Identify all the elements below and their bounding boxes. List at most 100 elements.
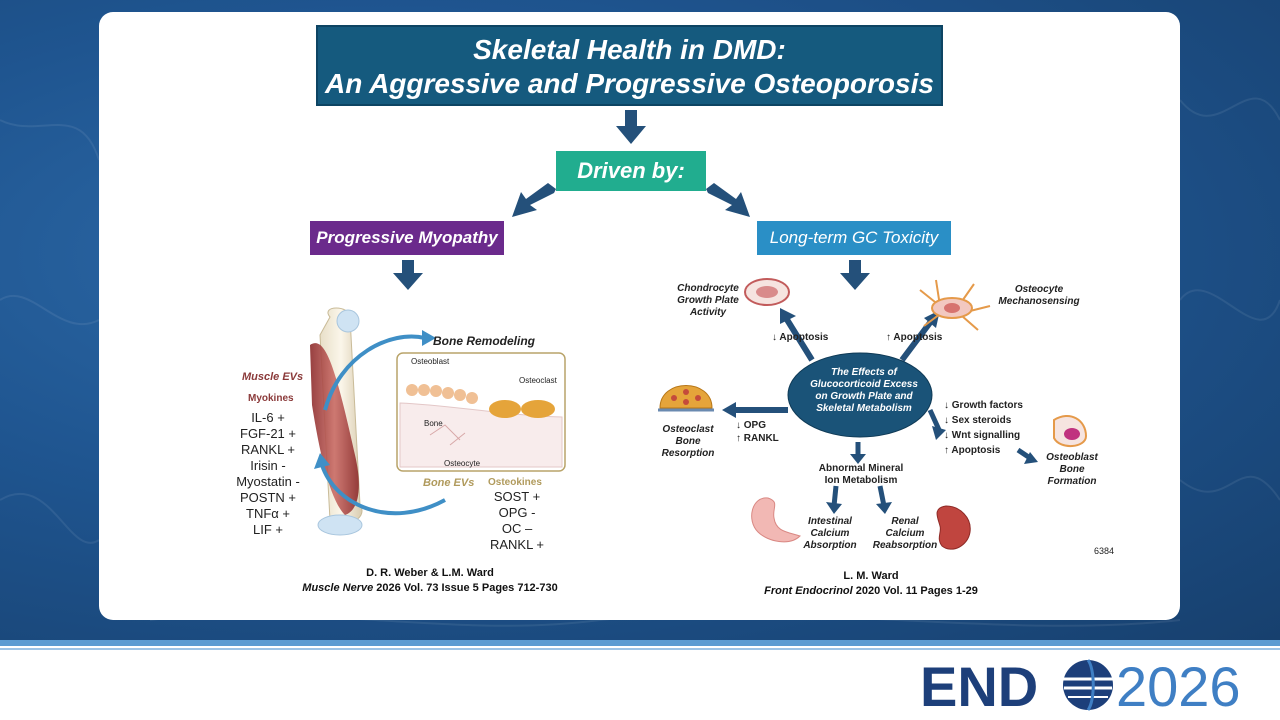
gc-down-arrow-icon <box>840 260 870 290</box>
down-left-arrow-icon <box>512 183 556 217</box>
list-item: ↓ Growth factors <box>944 400 1023 411</box>
osteoblast-cell-icon <box>1053 415 1088 447</box>
figure-code: 6384 <box>1094 546 1115 556</box>
myokines-title: Myokines <box>248 393 294 404</box>
intestinal-line: Intestinal <box>808 516 852 527</box>
list-item: RANKL + <box>240 442 296 457</box>
apoptosis-text: Apoptosis <box>779 332 829 343</box>
osteoblast-form-line: Bone <box>1059 464 1085 475</box>
myopathy-down-arrow-icon <box>393 260 423 290</box>
osteocyte-label: Osteocyte <box>444 459 481 468</box>
bone-label: Bone <box>424 419 443 428</box>
chondrocyte-line: Chondrocyte <box>677 283 739 294</box>
list-item: POSTN + <box>240 490 296 505</box>
apoptosis-text: Apoptosis <box>893 332 943 343</box>
osteoclast-res-line: Resorption <box>661 448 715 459</box>
osteoblast-cells-icon <box>406 384 478 404</box>
right-effects-list: ↓ Growth factors ↓ Sex steroids ↓ Wnt si… <box>944 398 1023 458</box>
list-item: TNFα + <box>246 506 290 521</box>
logo-end-text: END <box>920 655 1038 714</box>
kidney-icon <box>936 505 971 550</box>
intestinal-label: Intestinal Calcium Absorption <box>800 516 860 552</box>
center-label: The Effects of Glucocorticoid Excess on … <box>792 367 936 415</box>
gc-toxicity-box: Long-term GC Toxicity <box>757 221 951 255</box>
list-item: ↓ Wnt signalling <box>944 430 1021 441</box>
right-citation-journal: Front Endocrinol <box>764 585 853 597</box>
abnormal-line: Ion Metabolism <box>824 475 898 486</box>
down-arrow-icon <box>616 110 646 144</box>
osteoclast-cells-icon <box>489 400 555 418</box>
list-item: Myostatin - <box>236 474 300 489</box>
list-item-text: Apoptosis <box>951 445 1001 456</box>
opg-text: OPG <box>743 420 767 431</box>
list-item-text: Sex steroids <box>951 415 1012 426</box>
left-citation-journal: Muscle Nerve <box>302 582 374 594</box>
stomach-icon <box>751 497 801 543</box>
chondrocyte-label: Chondrocyte Growth Plate Activity <box>668 283 748 319</box>
intestinal-line: Absorption <box>803 540 857 551</box>
endo-2026-logo: END 2026 <box>920 655 1241 714</box>
renal-line: Reabsorption <box>872 540 938 551</box>
center-line: Glucocorticoid Excess <box>810 379 918 390</box>
rankl-text: RANKL <box>743 433 779 444</box>
osteoclast-res-line: Osteoclast <box>662 424 714 435</box>
osteoclast-resorption-label: Osteoclast Bone Resorption <box>652 424 724 460</box>
center-line: Skeletal Metabolism <box>816 403 912 414</box>
abnormal-mineral-label: Abnormal Mineral Ion Metabolism <box>808 463 914 487</box>
bone-evs-label: Bone EVs <box>423 477 475 489</box>
left-citation-authors: D. R. Weber & L.M. Ward <box>366 567 494 579</box>
gc-effects-diagram <box>658 278 1088 550</box>
muscle-icon <box>310 343 359 515</box>
list-item: FGF-21 + <box>240 426 296 441</box>
list-item: SOST + <box>493 489 541 504</box>
list-item: OPG - <box>498 505 536 520</box>
right-citation-details: 2020 Vol. 11 Pages 1-29 <box>852 585 978 597</box>
bone-remodeling-label: Bone Remodeling <box>433 334 536 348</box>
osteoblast-label: Osteoblast <box>411 357 450 366</box>
osteoblast-form-line: Osteoblast <box>1046 452 1098 463</box>
list-item: ↓ Sex steroids <box>944 415 1012 426</box>
driven-by-box: Driven by: <box>556 151 706 191</box>
osteoclast-res-line: Bone <box>675 436 701 447</box>
list-item: RANKL + <box>489 537 545 552</box>
center-line: on Growth Plate and <box>815 391 913 402</box>
osteocyte-mech-label: Osteocyte Mechanosensing <box>994 284 1084 308</box>
slide-panel <box>99 12 1180 620</box>
down-right-arrow-icon <box>706 183 750 217</box>
osteocyte-mech-line: Osteocyte <box>1014 284 1064 295</box>
list-item: IL-6 + <box>251 410 285 425</box>
osteoclast-cell-icon <box>658 385 714 412</box>
logo-year-text: 2026 <box>1116 655 1241 714</box>
list-item: OC – <box>501 521 533 536</box>
center-ellipse <box>787 352 933 438</box>
renal-line: Calcium <box>885 528 925 539</box>
right-citation-authors: L. M. Ward <box>843 570 899 582</box>
osteoblast-formation-label: Osteoblast Bone Formation <box>1042 452 1102 488</box>
osteoclast-label: Osteoclast <box>519 376 557 385</box>
renal-line: Renal <box>891 516 919 527</box>
renal-label: Renal Calcium Reabsorption <box>870 516 940 552</box>
footer-stripe-thin <box>0 648 1280 650</box>
list-item-text: Wnt signalling <box>951 430 1021 441</box>
chondrocyte-line: Growth Plate <box>677 295 739 306</box>
osteokines-list: SOST + OPG - OC – RANKL + <box>478 489 556 553</box>
osteokines-title: Osteokines <box>488 477 542 488</box>
left-citation-details: 2026 Vol. 73 Issue 5 Pages 712-730 <box>373 582 558 594</box>
center-line: The Effects of <box>831 367 897 378</box>
footer-stripe <box>0 640 1280 646</box>
osteocyte-cell-icon <box>919 279 991 331</box>
list-item: LIF + <box>253 522 283 537</box>
progressive-myopathy-box: Progressive Myopathy <box>310 221 504 255</box>
abnormal-line: Abnormal Mineral <box>818 463 904 474</box>
apoptosis-label-right: ↑ Apoptosis <box>886 332 943 343</box>
muscle-evs-label: Muscle EVs <box>242 371 304 383</box>
osteocyte-mech-line: Mechanosensing <box>998 296 1080 307</box>
bone-muscle-illustration <box>310 307 566 536</box>
right-citation: L. M. Ward Front Endocrinol 2020 Vol. 11… <box>711 569 1031 599</box>
globe-icon <box>1063 659 1113 711</box>
myokines-list: IL-6 + FGF-21 + RANKL + Irisin - Myostat… <box>228 410 308 538</box>
title-line-1: Skeletal Health in DMD: <box>473 34 786 65</box>
chondrocyte-cell-icon <box>744 278 790 306</box>
left-citation: D. R. Weber & L.M. Ward Muscle Nerve 202… <box>270 566 590 596</box>
osteoblast-form-line: Formation <box>1047 476 1097 487</box>
